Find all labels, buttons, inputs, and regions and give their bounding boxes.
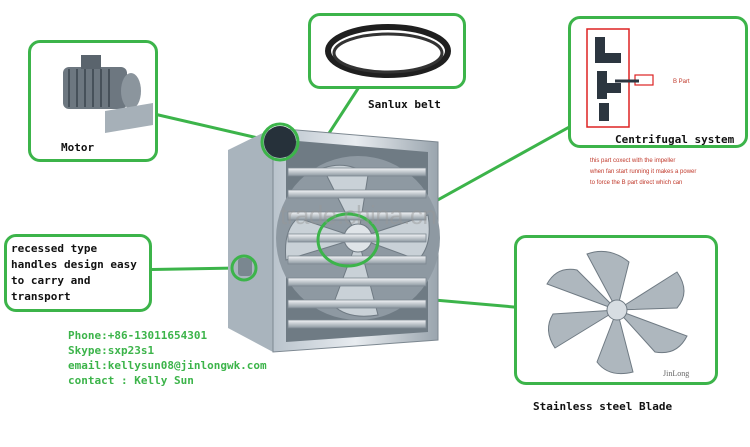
note-line: when fan start running it makes a power [590,169,697,175]
contact-person-text: contact : Kelly Sun [68,374,194,387]
contact-info: Phone:+86-13011654301 Skype:sxp23s1 emai… [68,328,267,388]
blade-brand: JinLong [663,369,689,378]
belt-label: Sanlux belt [368,98,441,111]
handles-callout: recessed type handles design easy to car… [4,234,152,312]
handles-line: handles design easy [11,258,137,271]
email-text: email:kellysun08@jinlongwk.com [68,359,267,372]
centrifugal-label: Centrifugal system [615,133,735,146]
belt-image [325,24,451,78]
handles-line: transport [11,290,71,303]
handles-line: to carry and [11,274,91,287]
handles-line: recessed type [11,242,98,255]
centrifugal-image: B Part [586,28,690,128]
centrifugal-note: this part coxect with the impeller when … [590,156,696,189]
watermark: trade.china.cn [280,200,437,230]
note-line: this part coxect with the impeller [590,158,676,164]
svg-text:B Part: B Part [673,79,690,85]
centrifugal-connector [435,124,573,202]
motor-callout: Motor [28,40,158,162]
phone-text: Phone:+86-13011654301 [68,329,208,342]
motor-image [63,55,153,133]
exhaust-fan-image [228,122,440,353]
handles-label: recessed type handles design easy to car… [11,241,137,305]
motor-label: Motor [61,141,95,154]
centrifugal-callout: B Part Centrifugal system [568,16,748,148]
belt-callout [308,13,466,89]
blade-callout: JinLong [514,235,718,385]
skype-text: Skype:sxp23s1 [68,344,155,357]
blade-label: Stainless steel Blade [533,400,673,413]
blade-image: JinLong [546,250,689,378]
handles-connector [151,266,239,271]
note-line: to force the B part direct which can [590,180,683,186]
